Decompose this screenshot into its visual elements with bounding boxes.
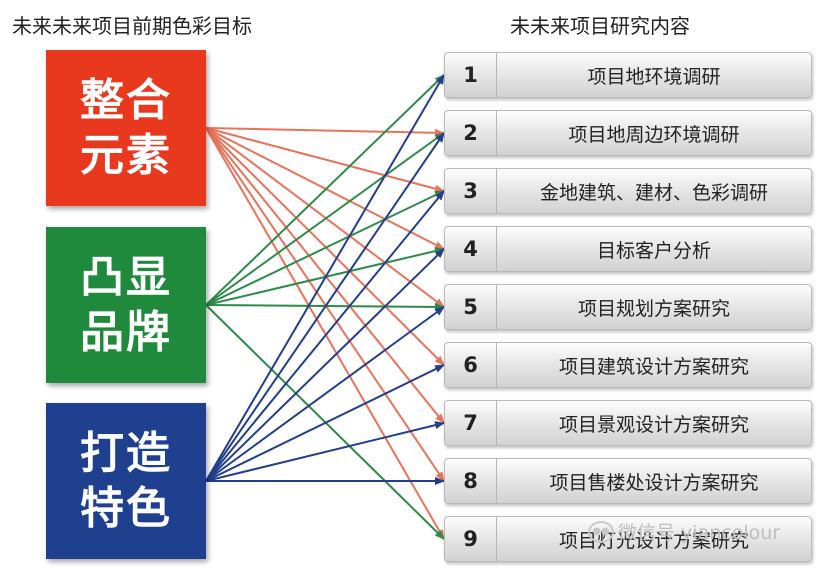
item-label: 目标客户分析: [596, 239, 711, 262]
research-item-8: 8 项目售楼处设计方案研究: [444, 458, 812, 504]
left-heading: 未来未来项目前期色彩目标: [12, 14, 252, 38]
arrow-goal-3-to-item-7: [205, 421, 445, 482]
research-item-1: 1 项目地环境调研: [444, 52, 812, 98]
item-label: 金地建筑、建材、色彩调研: [539, 181, 768, 204]
research-item-7: 7 项目景观设计方案研究: [444, 400, 812, 446]
item-number: 5: [445, 285, 497, 329]
goal-line-1: 凸显: [80, 252, 172, 303]
arrow-goal-1-to-item-7: [205, 127, 445, 424]
goal-line-2: 元素: [80, 130, 172, 181]
item-number: 2: [445, 111, 497, 155]
goal-box-brand: 凸显 品牌: [46, 227, 206, 383]
arrow-goal-2-to-item-3: [205, 190, 445, 306]
item-number: 6: [445, 343, 497, 387]
arrow-goal-1-to-item-8: [205, 127, 445, 482]
arrow-goal-3-to-item-1: [205, 74, 445, 482]
wechat-icon: ●●: [588, 520, 614, 543]
arrow-goal-3-to-item-5: [205, 306, 445, 482]
item-label: 项目规划方案研究: [577, 297, 730, 320]
research-item-6: 6 项目建筑设计方案研究: [444, 342, 812, 388]
arrow-goal-1-to-item-3: [205, 127, 445, 193]
research-item-2: 2 项目地周边环境调研: [444, 110, 812, 156]
arrow-goal-1-to-item-5: [205, 127, 445, 308]
watermark: ●● 微信号 yiancolour: [588, 518, 780, 545]
item-number: 7: [445, 401, 497, 445]
research-item-3: 3 金地建筑、建材、色彩调研: [444, 168, 812, 214]
research-item-4: 4 目标客户分析: [444, 226, 812, 272]
arrow-goal-1-to-item-9: [205, 127, 445, 540]
goal-box-integrate: 整合 元素: [46, 50, 206, 206]
item-label: 项目售楼处设计方案研究: [549, 471, 759, 494]
goal-line-1: 打造: [80, 428, 172, 479]
goal-line-2: 特色: [80, 483, 172, 534]
goal-line-2: 品牌: [80, 307, 172, 358]
arrow-goal-1-to-item-2: [205, 127, 445, 137]
right-heading: 未未来项目研究内容: [510, 14, 690, 38]
research-item-5: 5 项目规划方案研究: [444, 284, 812, 330]
goal-line-1: 整合: [80, 75, 172, 126]
item-number: 9: [445, 517, 497, 561]
research-item-9: 9 项目灯光设计方案研究: [444, 516, 812, 562]
arrow-goal-3-to-item-2: [205, 132, 445, 482]
arrow-goal-3-to-item-4: [205, 248, 445, 482]
watermark-text: 微信号 yiancolour: [618, 522, 781, 544]
arrow-goal-1-to-item-4: [205, 127, 445, 250]
arrow-goal-3-to-item-3: [205, 190, 445, 482]
item-label: 项目地环境调研: [587, 65, 721, 88]
item-label: 项目地周边环境调研: [568, 123, 740, 146]
item-label: 项目景观设计方案研究: [558, 413, 749, 436]
arrow-goal-1-to-item-6: [205, 127, 445, 366]
item-number: 4: [445, 227, 497, 271]
item-number: 8: [445, 459, 497, 503]
item-number: 1: [445, 53, 497, 97]
arrow-goal-3-to-item-6: [205, 364, 445, 482]
arrow-goal-2-to-item-2: [205, 132, 445, 306]
goal-box-feature: 打造 特色: [46, 403, 206, 559]
item-label: 项目建筑设计方案研究: [558, 355, 749, 378]
arrow-goal-2-to-item-1: [205, 74, 445, 306]
item-number: 3: [445, 169, 497, 213]
